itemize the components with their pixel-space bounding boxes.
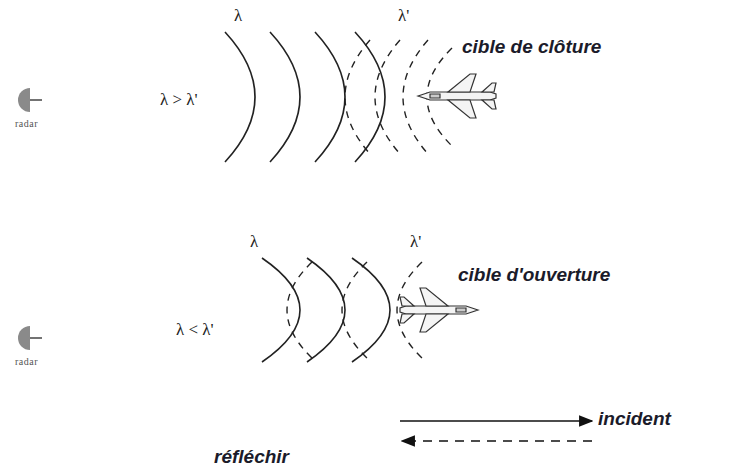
target-label: cible d'ouverture — [458, 264, 610, 286]
incident-wave — [225, 32, 385, 162]
wavelength-label: λ — [234, 6, 242, 26]
incident-sample — [400, 420, 592, 422]
wavelength-label: λ' — [410, 232, 421, 252]
comparison-label: λ > λ' — [160, 90, 198, 110]
reflected-wave — [345, 40, 452, 154]
target-label: cible de clôture — [462, 36, 601, 58]
incident-wave — [262, 258, 390, 362]
comparison-label: λ < λ' — [176, 320, 214, 340]
radar-label: radar — [15, 356, 38, 368]
legend-text: réfléchir — [214, 446, 289, 468]
radar-symbol — [18, 326, 42, 350]
radar-symbol — [18, 88, 42, 112]
aircraft — [418, 74, 496, 118]
radar-label: radar — [15, 118, 38, 130]
reflected-sample — [402, 440, 592, 442]
wavelength-label: λ — [250, 232, 258, 252]
aircraft — [400, 288, 478, 332]
legend-text: incident — [598, 408, 671, 430]
wavelength-label: λ' — [398, 6, 409, 26]
